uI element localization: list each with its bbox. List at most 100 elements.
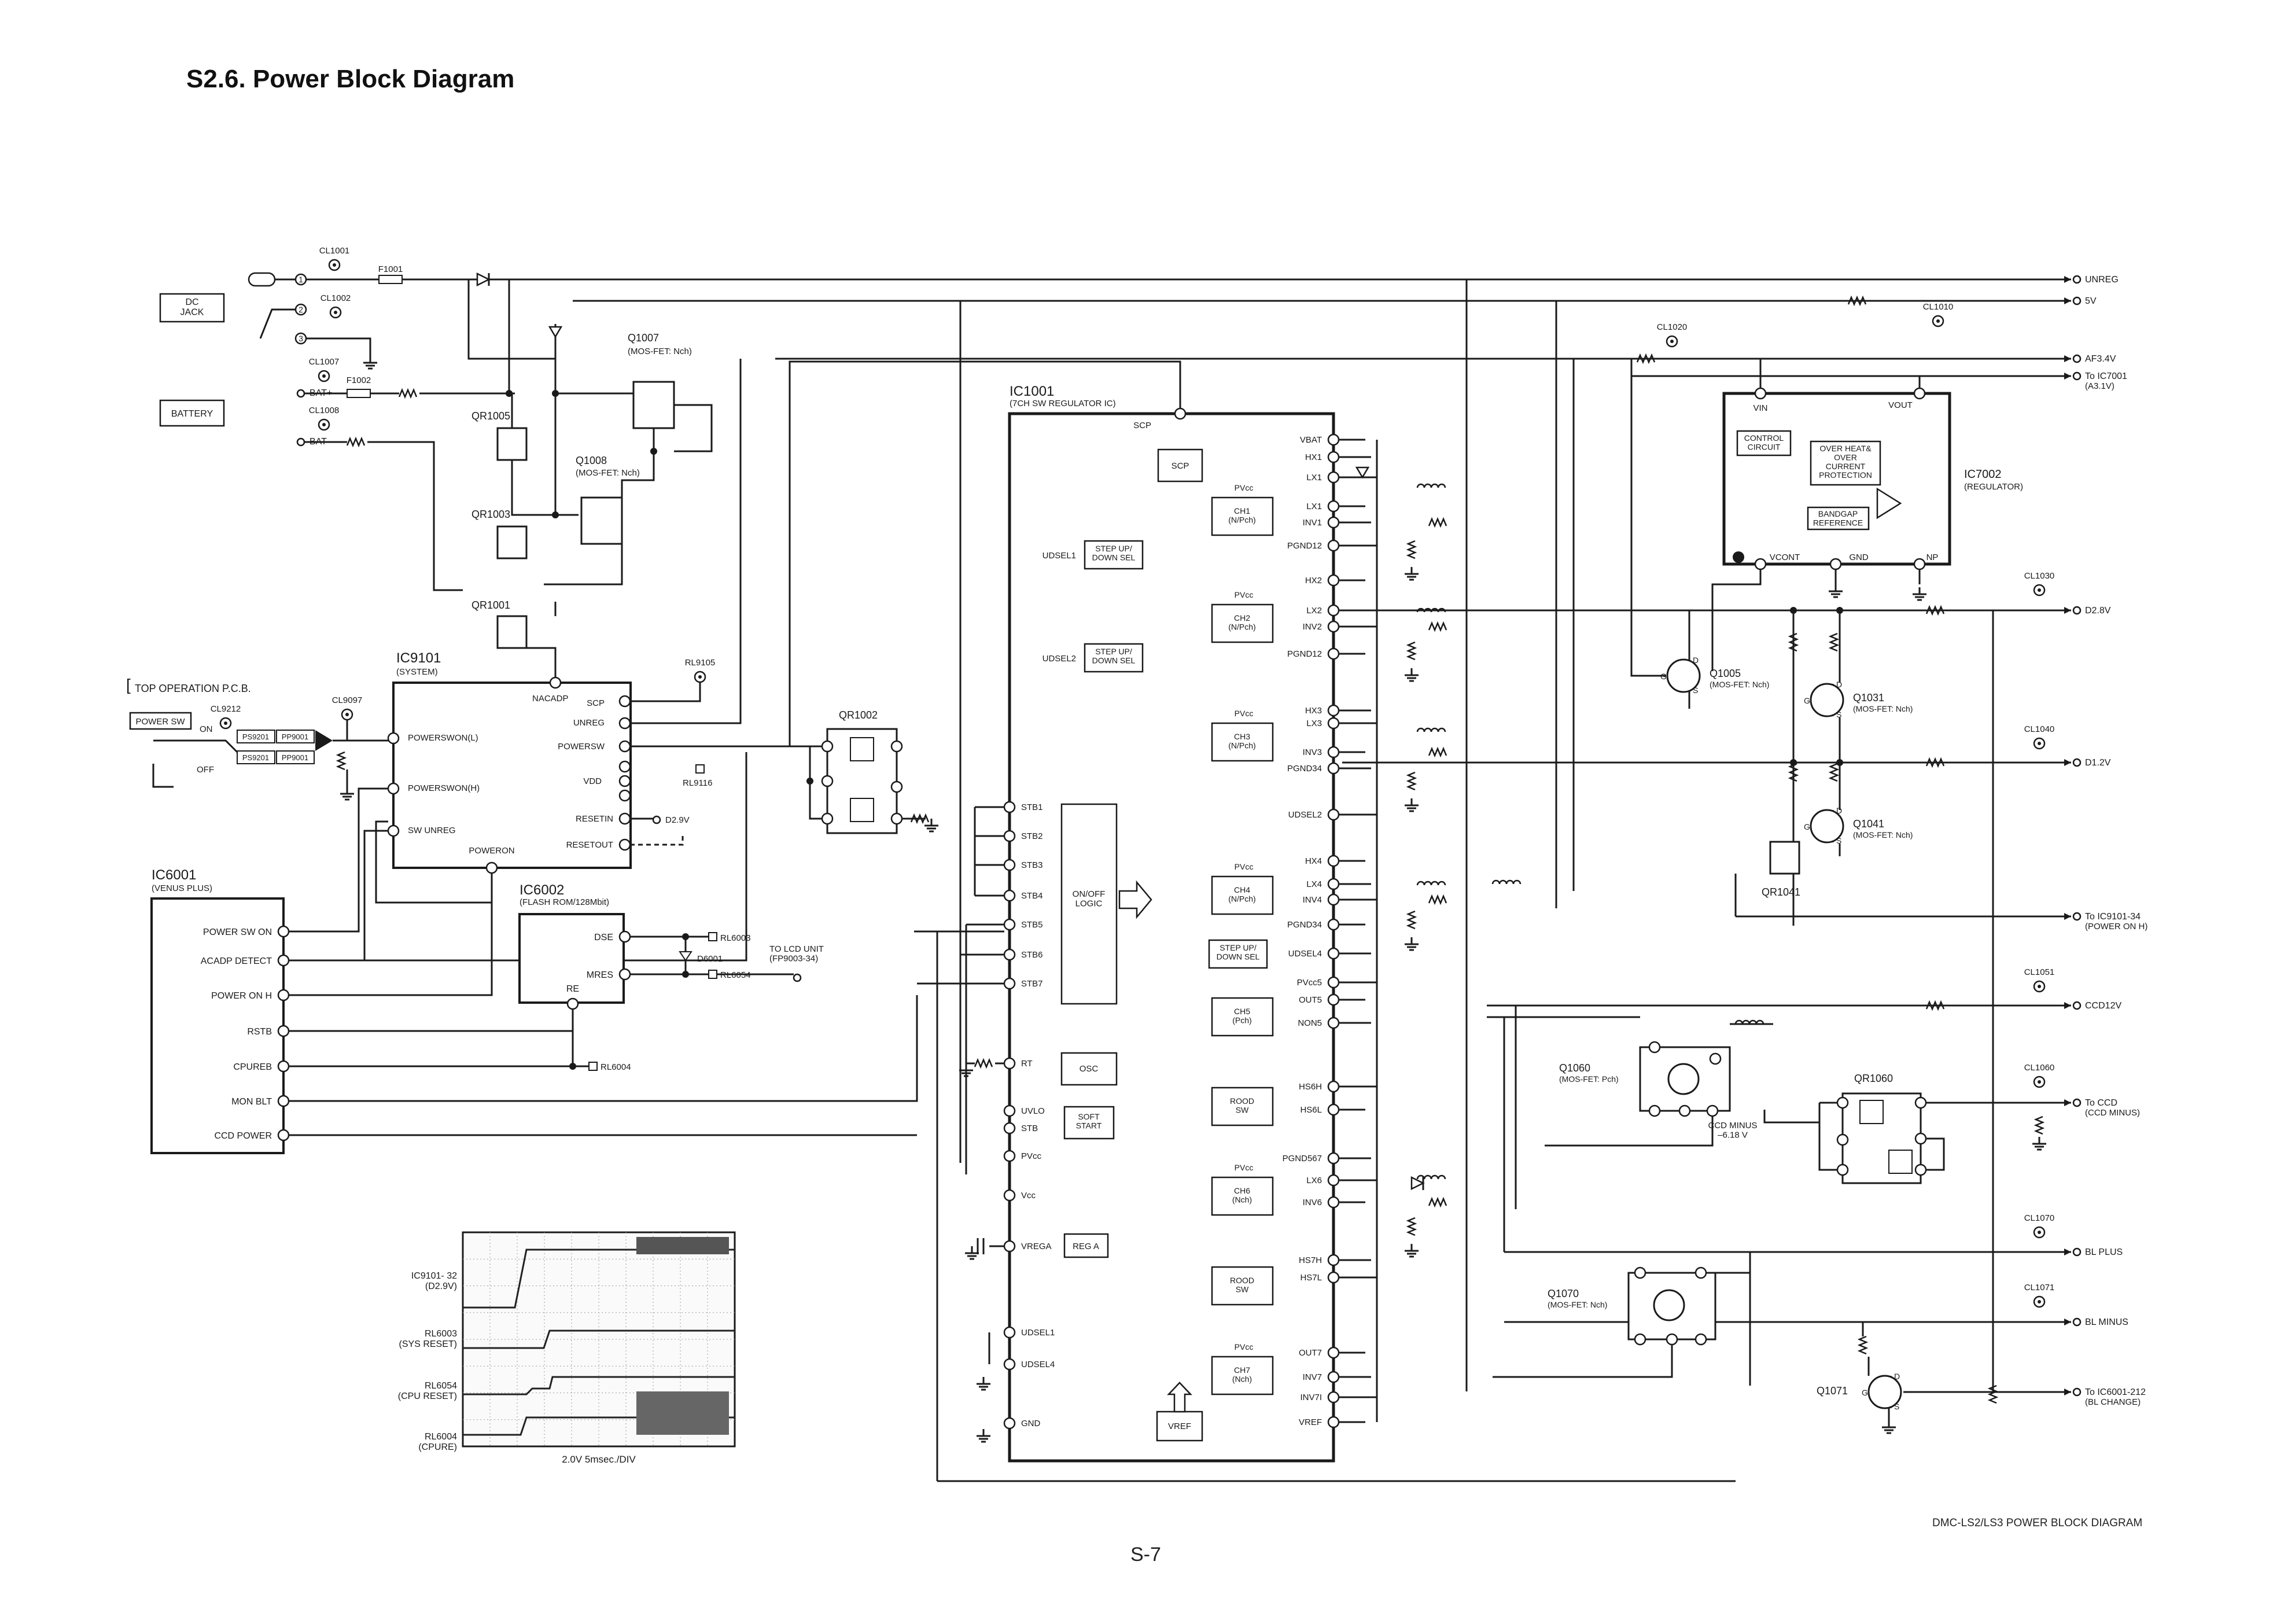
resistor-icon xyxy=(1406,771,1417,791)
ic1001-right-pin-label: LX1 xyxy=(1306,502,1322,511)
switch-icon xyxy=(153,739,238,753)
cl1040-label: CL1040 xyxy=(2024,724,2055,734)
d29v-label: D2.9V xyxy=(665,815,690,825)
dc-jack-wire xyxy=(259,308,296,339)
wire xyxy=(283,787,388,933)
ic7002-pin-label: VOUT xyxy=(1888,400,1913,410)
vref-block xyxy=(1156,1411,1203,1442)
ic1001-right-pin-label: HX2 xyxy=(1305,576,1322,585)
junction-dot xyxy=(506,390,513,397)
qr1005-transistor xyxy=(496,427,528,461)
ic1001-right-pin-label: INV3 xyxy=(1303,747,1322,757)
junction-dot xyxy=(1836,759,1843,766)
test-point-center xyxy=(1670,340,1674,343)
pp9001-box xyxy=(276,730,315,743)
ic7002-pin xyxy=(1913,387,1926,400)
ic1001-left-pin-label: PVcc xyxy=(1021,1151,1042,1161)
ic1001-pin xyxy=(1327,893,1340,906)
cl1010-label: CL1010 xyxy=(1923,302,1954,312)
qr1001-label: QR1001 xyxy=(471,599,510,611)
ic1001-pin xyxy=(1327,1017,1340,1029)
ic6001-pin xyxy=(277,925,290,938)
ic1001-left-pin-label: STB xyxy=(1021,1124,1038,1133)
ic1001-right-pin-label: LX6 xyxy=(1306,1176,1322,1185)
terminal-circle xyxy=(2072,1387,2082,1397)
scope-trace-sub: (SYS RESET) xyxy=(399,1339,457,1349)
ic1001-pin xyxy=(1003,889,1016,902)
pin-number: 1 xyxy=(299,275,303,284)
channel-block-label: CH7(Nch) xyxy=(1232,1365,1252,1383)
ic6001-pin-label: ACADP DETECT xyxy=(201,956,272,966)
rl9116-terminal xyxy=(695,764,705,774)
pvcc-label: PVcc xyxy=(1235,862,1254,871)
wire xyxy=(674,404,713,452)
cl1008-label: CL1008 xyxy=(309,406,340,415)
q1005-icon xyxy=(1666,658,1701,693)
ic1001-pin xyxy=(1327,620,1340,633)
ic9101-pin-label: POWERSWON(L) xyxy=(408,733,478,743)
bat-plus-label: BAT+ xyxy=(310,388,332,398)
to-lcd-label: TO LCD UNIT(FP9003-34) xyxy=(769,944,824,964)
ic1001-right-pin-label: LX3 xyxy=(1306,719,1322,728)
q1070-pin xyxy=(1694,1266,1707,1279)
output-label: AF3.4V xyxy=(2085,354,2116,364)
diode-icon xyxy=(476,272,491,287)
resistor-icon xyxy=(1428,1196,1447,1208)
ic1001-pin xyxy=(1327,1371,1340,1383)
output-note: (A3.1V) xyxy=(2085,381,2115,391)
gate-pin-label: G xyxy=(1804,822,1810,831)
inductor-icon xyxy=(1416,727,1446,732)
q1041-type-label: (MOS-FET: Nch) xyxy=(1853,830,1913,839)
ic1001-pin xyxy=(1327,1416,1340,1428)
ic9101-pin-label: NACADP xyxy=(532,694,569,704)
q1071-icon xyxy=(1867,1375,1902,1409)
ic1001-left-pin-label: STB6 xyxy=(1021,950,1043,960)
ic7002-pin xyxy=(1754,387,1767,400)
q1008-type-label: (MOS-FET: Nch) xyxy=(576,468,640,478)
ic1001-left-pin-label: UDSEL4 xyxy=(1021,1360,1055,1369)
ic1001-pin xyxy=(1327,746,1340,758)
scope-trace-label: RL6054 xyxy=(425,1381,457,1391)
ic1001-pin xyxy=(1003,830,1016,842)
channel-block xyxy=(1211,1266,1274,1306)
terminal-circle xyxy=(2072,912,2082,921)
wire xyxy=(1818,1103,1837,1171)
q1031-type-label: (MOS-FET: Nch) xyxy=(1853,704,1913,713)
ps9201-box-2 xyxy=(237,750,275,764)
ic9101-pin xyxy=(387,782,400,795)
dc-jack-plug-icon xyxy=(248,272,276,287)
q1007-label: Q1007 xyxy=(628,332,659,344)
ic1001-pin xyxy=(1327,647,1340,660)
ic9101-pin-label: SW UNREG xyxy=(408,826,456,835)
arrow-icon xyxy=(2064,759,2071,766)
pvcc-label: PVcc xyxy=(1235,1342,1254,1352)
battery-label: BATTERY xyxy=(171,409,213,419)
rl6004-label: RL6004 xyxy=(601,1062,631,1072)
ic1001-pin xyxy=(1003,1326,1016,1339)
wire xyxy=(1763,1110,1819,1124)
ic6001-pin xyxy=(277,1129,290,1141)
junction-dot xyxy=(1790,759,1797,766)
q1060-pin xyxy=(1706,1104,1719,1117)
on-label: ON xyxy=(200,724,213,734)
wires xyxy=(152,273,2071,1482)
wire xyxy=(572,1009,589,1067)
q1071-label: Q1071 xyxy=(1817,1385,1848,1397)
ic1001-right-pin-label: HX1 xyxy=(1305,452,1322,462)
ic9101-role: (SYSTEM) xyxy=(396,667,438,677)
test-point-center xyxy=(2038,1300,2041,1303)
trace-cpure xyxy=(463,1416,735,1436)
q1008-label: Q1008 xyxy=(576,455,607,466)
wire xyxy=(789,360,1181,746)
arrow-icon xyxy=(2064,913,2071,920)
cl1051-label: CL1051 xyxy=(2024,967,2055,977)
terminal-circle xyxy=(2072,758,2082,767)
terminal-circle xyxy=(2072,275,2082,284)
f1002-label: F1002 xyxy=(347,375,371,385)
pvcc-label: PVcc xyxy=(1235,709,1254,718)
arrow-icon xyxy=(2064,1319,2071,1325)
qr1002-label: QR1002 xyxy=(839,709,878,721)
osc-block xyxy=(1060,1052,1118,1086)
q1005-type-label: (MOS-FET: Nch) xyxy=(1710,680,1769,689)
